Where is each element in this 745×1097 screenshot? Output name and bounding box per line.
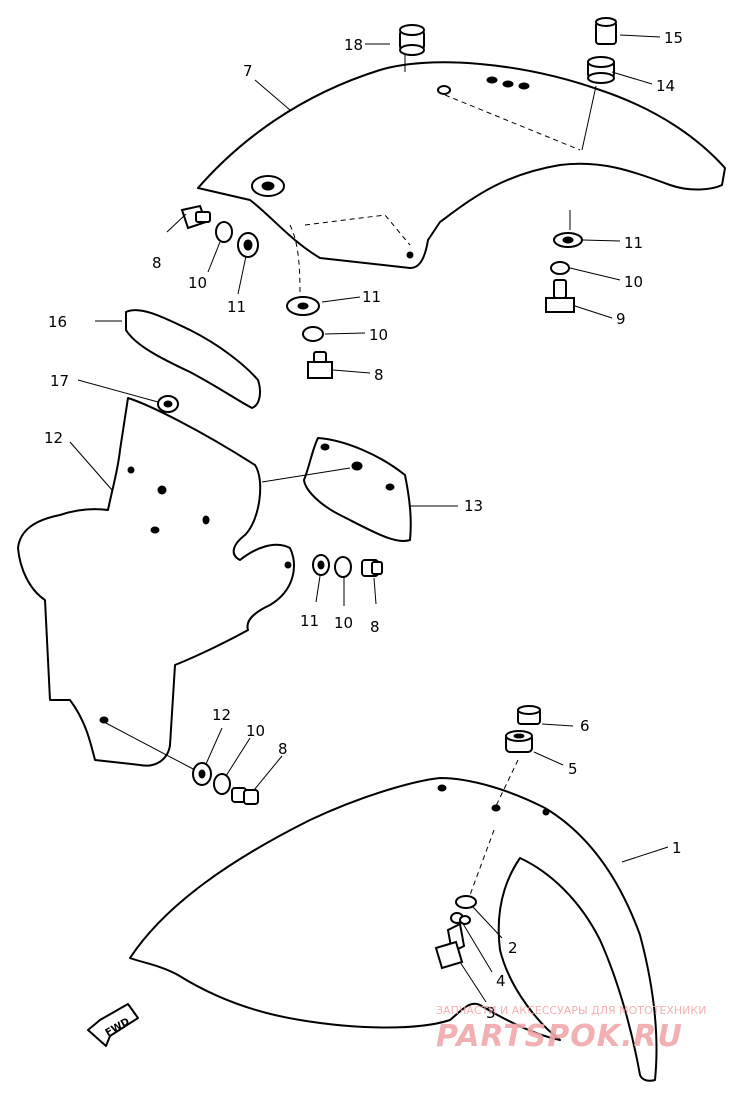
bolt-3: [434, 922, 466, 970]
callout-11-lower: 12: [212, 706, 231, 724]
grommet-5: [505, 730, 533, 753]
callout-17: 17: [50, 372, 69, 390]
callout-10-plate: 10: [334, 614, 353, 632]
band-16: [125, 309, 261, 409]
leader-lines: [69, 34, 669, 1003]
callout-11-center: 11: [362, 288, 381, 306]
bolt-8-upper-left: [180, 204, 211, 230]
callout-10-lower: 10: [246, 722, 265, 740]
callout-13: 15: [664, 29, 683, 47]
lock-washer-10-upper-left: [215, 221, 233, 243]
callout-10-right: 10: [624, 273, 643, 291]
callout-2: 2: [508, 939, 518, 957]
plate-panel-15: [303, 437, 412, 542]
callout-8-upper-left: 8: [152, 254, 162, 272]
cap-17: [157, 395, 179, 413]
grommet-12: [587, 56, 615, 84]
collar-6: [517, 705, 541, 725]
bracket-lower-hardware: [103, 721, 259, 805]
callout-10-upper-left: 10: [188, 274, 207, 292]
callout-10-center: 10: [369, 326, 388, 344]
lock-washer-10-center: [302, 326, 324, 342]
lock-washer-10-plate: [334, 556, 352, 578]
plate-hardware: [312, 554, 383, 578]
watermark: ЗАПЧАСТИ И АКСЕССУАРЫ ДЛЯ МОТОТЕХНИКИ PA…: [436, 1004, 706, 1054]
callout-15: 13: [464, 497, 483, 515]
washer-2: [455, 895, 477, 909]
watermark-tagline: ЗАПЧАСТИ И АКСЕССУАРЫ ДЛЯ МОТОТЕХНИКИ: [436, 1004, 706, 1017]
callout-3: 3: [486, 1004, 496, 1022]
lock-washer-10-lower: [213, 773, 231, 795]
bolt-9: [545, 279, 575, 313]
callout-6: 6: [580, 717, 590, 735]
rear-fender-hardware: [180, 17, 617, 379]
callout-14: 12: [44, 429, 63, 447]
grommet-18: [399, 24, 425, 56]
plate-bracket-14: [17, 397, 295, 767]
callout-5: 5: [568, 760, 578, 778]
callout-11-upper-left: 11: [227, 298, 246, 316]
lock-washer-10-right: [550, 261, 570, 275]
callout-12: 14: [656, 77, 675, 95]
callout-7: 7: [243, 62, 253, 80]
callout-9: 9: [616, 310, 626, 328]
callout-11-plate: 11: [300, 612, 319, 630]
callout-4: 4: [496, 972, 506, 990]
callout-18: 18: [344, 36, 363, 54]
callout-8-plate: 8: [370, 618, 380, 636]
callout-8-lower: 8: [278, 740, 288, 758]
bolt-8-center: [307, 351, 333, 379]
callout-11-right: 11: [624, 234, 643, 252]
callout-1: 1: [672, 839, 682, 857]
callouts: 18 15 14 7 8 10 11 11 10 8 11 10 9 16 17…: [44, 29, 683, 1022]
callout-8-center: 8: [374, 366, 384, 384]
fwd-arrow: FWD: [87, 1003, 139, 1047]
collar-13: [595, 17, 617, 45]
front-fender-hardware: [434, 705, 541, 970]
bolt-8-lower: [231, 787, 259, 805]
front-fender: [129, 759, 658, 1082]
rear-fender: [197, 61, 726, 301]
callout-16: 16: [48, 313, 67, 331]
bolt-8-plate: [361, 559, 383, 577]
watermark-brand: PARTSPOK.RU: [436, 1019, 683, 1054]
